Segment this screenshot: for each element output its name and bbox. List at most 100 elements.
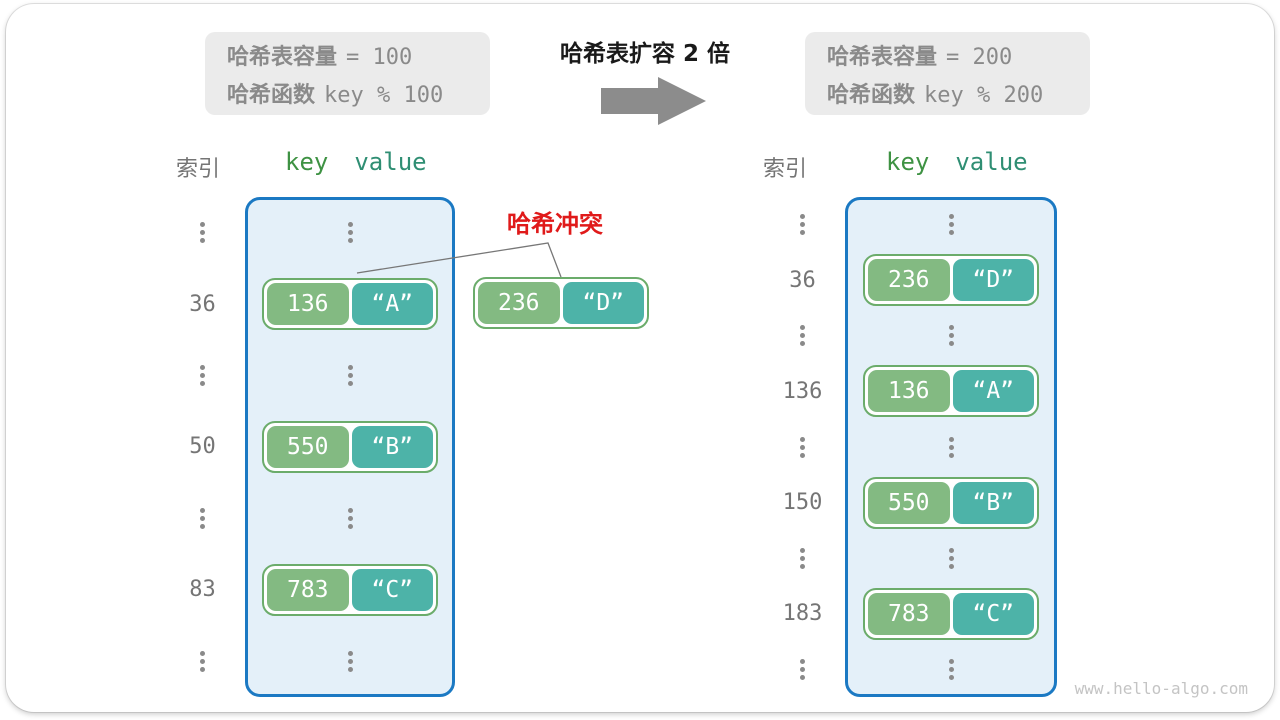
- hash-function-value: key % 100: [324, 82, 444, 108]
- bucket-ellipsis: [245, 650, 455, 672]
- key-cell: 550: [267, 425, 349, 468]
- index-label: 50: [189, 434, 216, 460]
- pair-box: 783“C”: [863, 587, 1039, 640]
- ellipsis-dots: [347, 222, 353, 244]
- bucket-slot: 136“A”: [245, 278, 455, 331]
- pair-box: 783“C”: [262, 563, 438, 616]
- pair-box: 550“B”: [262, 420, 438, 473]
- table-row: [760, 642, 1057, 698]
- index-ellipsis: [160, 222, 245, 244]
- bucket-ellipsis: [245, 222, 455, 244]
- pair-box: 550“B”: [863, 476, 1039, 529]
- bucket-slot: 783“C”: [245, 563, 455, 616]
- ellipsis-dots: [948, 658, 954, 680]
- capacity-value: = 100: [346, 44, 413, 70]
- value-cell: “A”: [351, 283, 433, 326]
- table-row: [760, 308, 1057, 364]
- capacity-label: 哈希表容量: [827, 44, 938, 70]
- info-box-before: 哈希表容量 = 100 哈希函数 key % 100: [205, 32, 490, 115]
- pair-box: 136“A”: [863, 365, 1039, 418]
- table-row: [160, 626, 455, 697]
- collision-label: 哈希冲突: [507, 210, 603, 238]
- index-ellipsis: [160, 365, 245, 387]
- value-cell: “A”: [952, 370, 1034, 413]
- key-header: key: [886, 148, 930, 176]
- table-row: 183 783“C”: [760, 586, 1057, 642]
- capacity-line: 哈希表容量 = 200: [827, 39, 1090, 71]
- value-header: value: [354, 148, 427, 176]
- ellipsis-dots: [800, 436, 805, 458]
- index-header-before: 索引: [176, 157, 221, 182]
- value-cell: “D”: [952, 259, 1034, 302]
- bucket-ellipsis: [245, 507, 455, 529]
- pair-box: 236“D”: [473, 277, 649, 329]
- table-row: [160, 197, 455, 268]
- capacity-label: 哈希表容量: [227, 44, 338, 70]
- key-cell: 136: [267, 283, 349, 326]
- hash-function-line: 哈希函数 key % 100: [227, 77, 490, 109]
- table-row: 83 783“C”: [160, 554, 455, 625]
- right-arrow-icon-head: [658, 77, 706, 125]
- key-cell: 550: [868, 481, 950, 524]
- index-ellipsis: [760, 436, 845, 458]
- table-row: [160, 483, 455, 554]
- ellipsis-dots: [948, 436, 954, 458]
- ellipsis-dots: [948, 547, 954, 569]
- bucket-slot: 550“B”: [245, 420, 455, 473]
- index-label: 150: [782, 490, 823, 516]
- key-cell: 783: [868, 592, 950, 635]
- capacity-line: 哈希表容量 = 100: [227, 39, 490, 71]
- ellipsis-dots: [800, 214, 805, 236]
- hash-function-value: key % 200: [924, 82, 1044, 108]
- key-header: key: [285, 148, 329, 176]
- index-ellipsis: [760, 325, 845, 347]
- expand-title: 哈希表扩容 2 倍: [559, 41, 731, 67]
- value-cell: “B”: [351, 425, 433, 468]
- bucket-ellipsis: [845, 436, 1057, 458]
- info-box-after: 哈希表容量 = 200 哈希函数 key % 200: [805, 32, 1090, 115]
- watermark: www.hello-algo.com: [1074, 679, 1248, 698]
- hash-function-label: 哈希函数: [827, 82, 916, 108]
- ellipsis-dots: [347, 650, 353, 672]
- ellipsis-dots: [200, 507, 205, 529]
- ellipsis-dots: [800, 547, 805, 569]
- index-label: 83: [189, 577, 216, 603]
- table-row: [760, 419, 1057, 475]
- table-row: 150 550“B”: [760, 475, 1057, 531]
- key-cell: 136: [868, 370, 950, 413]
- ellipsis-dots: [800, 325, 805, 347]
- kv-header-before: key value: [285, 148, 427, 176]
- key-cell: 236: [478, 282, 560, 324]
- bucket-slot: 550“B”: [845, 476, 1057, 529]
- bucket-ellipsis: [845, 325, 1057, 347]
- pair-box: 236“D”: [863, 254, 1039, 307]
- bucket-ellipsis: [845, 214, 1057, 236]
- bucket-ellipsis: [845, 658, 1057, 680]
- key-cell: 236: [868, 259, 950, 302]
- index-header-after: 索引: [763, 157, 808, 182]
- bucket-slot: 783“C”: [845, 587, 1057, 640]
- value-cell: “B”: [952, 481, 1034, 524]
- pair-box: 136“A”: [262, 278, 438, 331]
- ellipsis-dots: [200, 650, 205, 672]
- table-row: [160, 340, 455, 411]
- bucket-ellipsis: [845, 547, 1057, 569]
- right-arrow-icon: [601, 88, 659, 114]
- index-ellipsis: [760, 214, 845, 236]
- value-header: value: [955, 148, 1028, 176]
- index-ellipsis: [760, 658, 845, 680]
- index-ellipsis: [160, 650, 245, 672]
- value-cell: “C”: [952, 592, 1034, 635]
- table-row: [760, 197, 1057, 253]
- index-ellipsis: [760, 547, 845, 569]
- table-row: 50 550“B”: [160, 411, 455, 482]
- index-label: 183: [782, 601, 823, 627]
- index-ellipsis: [160, 507, 245, 529]
- ellipsis-dots: [800, 658, 805, 680]
- table-row: [760, 530, 1057, 586]
